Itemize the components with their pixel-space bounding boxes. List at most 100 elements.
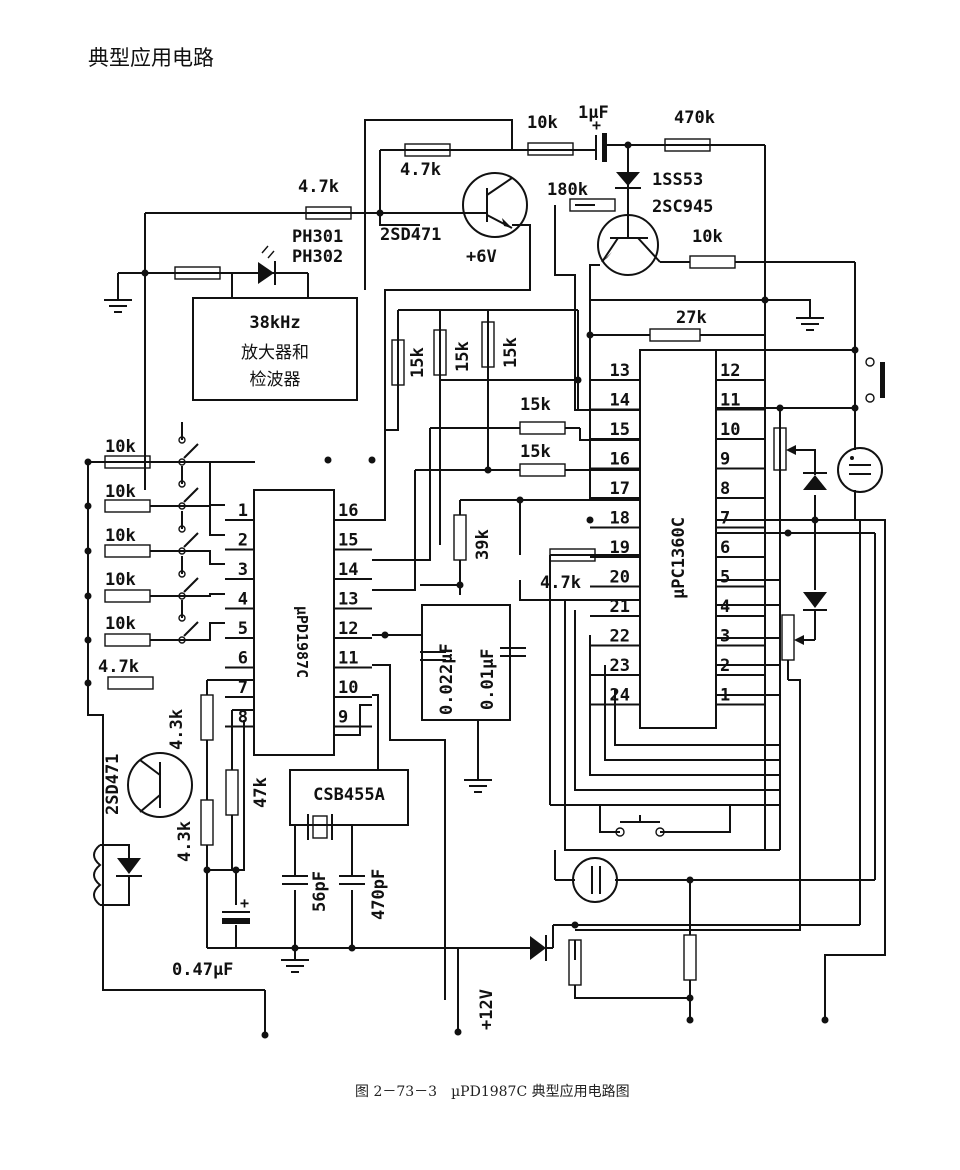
label-4k7-c: 4.7k — [540, 573, 581, 593]
receiver-amp: 放大器和 — [241, 343, 309, 363]
receiver-block: 38kHz 放大器和 检波器 — [192, 297, 358, 401]
ic1-pin-13: 13 — [338, 590, 358, 610]
label-10k-top: 10k — [527, 113, 558, 133]
label-12v: +12V — [477, 989, 497, 1030]
label-047uf: 0.47µF — [172, 960, 233, 980]
label-15k-2: 15k — [453, 341, 473, 372]
ic2-pin-20: 20 — [610, 568, 630, 588]
grounds — [104, 299, 824, 973]
ic1-pin-1: 1 — [238, 501, 248, 521]
ic2-pin-13: 13 — [610, 361, 630, 381]
label-15k-1: 15k — [408, 347, 428, 378]
ic1-pin-12: 12 — [338, 619, 358, 639]
label-10k-q: 10k — [692, 227, 723, 247]
ic1-pin-16: 16 — [338, 501, 358, 521]
label-4k3-b: 4.3k — [175, 821, 195, 862]
ic1-pin-14: 14 — [338, 560, 358, 580]
ic2-pin-22: 22 — [610, 627, 630, 647]
ic2-pin-17: 17 — [610, 479, 630, 499]
figure-caption: 图 2－73－3 µPD1987C 典型应用电路图 — [355, 1084, 630, 1100]
ic1-pin-11: 11 — [338, 649, 358, 669]
label-1ss53: 1SS53 — [652, 170, 703, 190]
label-2sc945: 2SC945 — [652, 197, 713, 217]
plus-sign: + — [592, 116, 601, 134]
ic2-pin-8: 8 — [720, 479, 730, 499]
label-56pf: 56pF — [310, 871, 330, 912]
component-labels: 10k 1µF 470k 4.7k 4.7k 180k 1SS53 2SC945… — [98, 103, 723, 1030]
ic2-pin-14: 14 — [610, 391, 630, 411]
ic2-pin-6: 6 — [720, 538, 730, 558]
label-15k-3: 15k — [501, 337, 521, 368]
ic2-pin-16: 16 — [610, 450, 630, 470]
ic2-pin-9: 9 — [720, 450, 730, 470]
label-0022uf: 0.022µF — [437, 643, 457, 715]
switch-to-pin — [182, 461, 225, 506]
ic1-pin-10: 10 — [338, 678, 358, 698]
label-4k7-d: 4.7k — [98, 657, 139, 677]
ic1-pin-2: 2 — [238, 531, 248, 551]
ic1-pin-6: 6 — [238, 649, 248, 669]
ic2-pin-24: 24 — [610, 686, 630, 706]
ic1-pin-4: 4 — [238, 590, 248, 610]
switch-to-pin — [182, 593, 225, 597]
ic1-pin-9: 9 — [338, 708, 348, 728]
junctions — [84, 141, 859, 1039]
label-10k-5: 10k — [105, 614, 136, 634]
label-180k: 180k — [547, 180, 588, 200]
ic2-pin-3: 3 — [720, 627, 730, 647]
switch-to-pin — [182, 550, 225, 565]
wiring — [87, 119, 886, 1035]
label-4k3-a: 4.3k — [167, 709, 187, 750]
csb-label: CSB455A — [313, 785, 385, 805]
ic1-name: µPD1987C — [293, 606, 311, 678]
label-10k-2: 10k — [105, 482, 136, 502]
label-10k-3: 10k — [105, 526, 136, 546]
label-2sd471-bot: 2SD471 — [103, 754, 123, 815]
label-10k-4: 10k — [105, 570, 136, 590]
label-15k-4: 15k — [520, 395, 551, 415]
label-27k: 27k — [676, 308, 707, 328]
ic2-pin-4: 4 — [720, 597, 730, 617]
page-heading: 典型应用电路 — [88, 46, 214, 70]
label-47k: 47k — [251, 777, 271, 808]
ic2-pin-11: 11 — [720, 391, 740, 411]
switch-lever — [183, 443, 199, 459]
label-ph302: PH302 — [292, 247, 343, 267]
components: + — [93, 116, 885, 986]
label-6v: +6V — [466, 247, 497, 267]
label-470pf: 470pF — [369, 869, 389, 920]
switch-lever — [183, 621, 199, 637]
receiver-freq: 38kHz — [249, 313, 300, 333]
ic1-pin-5: 5 — [238, 619, 248, 639]
ic2-name: µPC1360C — [669, 517, 689, 599]
plus-sign-2: + — [240, 894, 249, 912]
switch-lever — [183, 487, 199, 503]
label-10k-1: 10k — [105, 437, 136, 457]
label-39k: 39k — [473, 529, 493, 560]
ic2-pin-18: 18 — [610, 509, 630, 529]
ic1-right-pins: 16 15 14 13 12 11 10 9 — [334, 501, 372, 728]
receiver-det: 检波器 — [250, 370, 301, 390]
label-4k7-a: 4.7k — [400, 160, 441, 180]
ic1-pin-8: 8 — [238, 708, 248, 728]
csb455a-block: CSB455A — [289, 769, 409, 840]
switch-lever — [183, 532, 199, 548]
ic2-pin-5: 5 — [720, 568, 730, 588]
label-1uf: 1µF — [578, 103, 609, 123]
label-001uf: 0.01µF — [478, 649, 498, 710]
ic2-pin-19: 19 — [610, 538, 630, 558]
ic2-pin-12: 12 — [720, 361, 740, 381]
ic1-pin-7: 7 — [238, 678, 248, 698]
ic1-pin-15: 15 — [338, 531, 358, 551]
label-470k: 470k — [674, 108, 715, 128]
ic-upd1987c: µPD1987C — [253, 489, 335, 756]
switch-to-pin — [182, 505, 225, 536]
switch-lever — [183, 577, 199, 593]
label-4k7-b: 4.7k — [298, 177, 339, 197]
label-ph301: PH301 — [292, 227, 343, 247]
switch-to-pin — [182, 622, 225, 641]
ic2-pin-15: 15 — [610, 420, 630, 440]
